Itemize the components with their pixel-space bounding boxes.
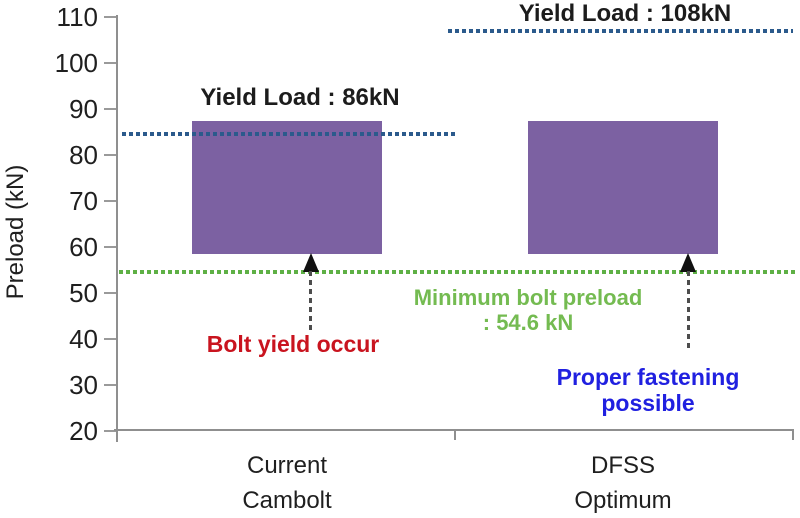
x-axis-line: [114, 429, 794, 431]
y-axis-tick: [104, 338, 116, 340]
y-axis-tick-label: 20: [69, 416, 98, 446]
y-axis-tick: [104, 200, 116, 202]
reference-line-yield-dfss: [448, 28, 793, 33]
y-axis-tick-label: 60: [69, 232, 98, 262]
annotation-yield-load-dfss: Yield Load : 108kN: [518, 0, 732, 27]
annotation-proper-fastening: Proper fastening possible: [498, 364, 798, 416]
preload-bar: [528, 120, 718, 254]
annotation-bolt-yield-occur: Bolt yield occur: [206, 331, 380, 357]
y-axis-tick: [104, 246, 116, 248]
annotation-minimum-bolt-preload-line1: Minimum bolt preload: [413, 285, 643, 310]
annotation-yield-load-current: Yield Load : 86kN: [200, 84, 400, 111]
y-axis-tick-label: 70: [69, 186, 98, 216]
x-axis-label-current-cambolt: Current Cambolt: [187, 448, 387, 518]
preload-bar: [192, 120, 382, 254]
up-arrow-stem-dfss: [687, 271, 690, 348]
y-axis-tick: [104, 16, 116, 18]
annotation-proper-fastening-line1: Proper fastening: [556, 364, 740, 390]
y-axis-tick-label: 30: [69, 370, 98, 400]
y-axis-tick-label: 50: [69, 278, 98, 308]
y-axis-tick-label: 100: [54, 48, 98, 78]
category-current-line2: Cambolt: [242, 487, 332, 514]
y-axis-tick-label: 40: [69, 324, 98, 354]
x-axis-separator-tick: [454, 431, 456, 440]
up-arrow-icon-current: [303, 253, 319, 272]
y-axis-tick: [104, 430, 116, 432]
annotation-minimum-bolt-preload: Minimum bolt preload : 54.6 kN: [378, 285, 678, 335]
x-axis-end-tick: [792, 430, 794, 440]
y-axis-tick-label: 80: [69, 140, 98, 170]
y-axis-tick-label: 90: [69, 94, 98, 124]
y-axis-tick-label: 110: [56, 2, 98, 32]
category-dfss-line2: Optimum: [574, 487, 672, 514]
y-axis-title: Preload (kN): [2, 164, 29, 300]
up-arrow-stem-current: [309, 271, 312, 331]
y-axis-tick: [104, 154, 116, 156]
up-arrow-icon-dfss: [680, 253, 696, 272]
y-axis-tick: [104, 292, 116, 294]
y-axis-tick: [104, 62, 116, 64]
category-current-line1: Current: [246, 452, 328, 479]
y-axis-tick: [104, 384, 116, 386]
x-axis-label-dfss-optimum: DFSS Optimum: [523, 448, 723, 518]
reference-line-yield-current: [122, 132, 455, 137]
reference-line-min-preload: [119, 269, 795, 274]
y-axis-tick: [104, 108, 116, 110]
category-dfss-line1: DFSS: [590, 452, 655, 479]
y-axis-line: [116, 15, 118, 442]
annotation-proper-fastening-line2: possible: [601, 390, 695, 416]
annotation-minimum-bolt-preload-line2: : 54.6 kN: [482, 310, 574, 335]
